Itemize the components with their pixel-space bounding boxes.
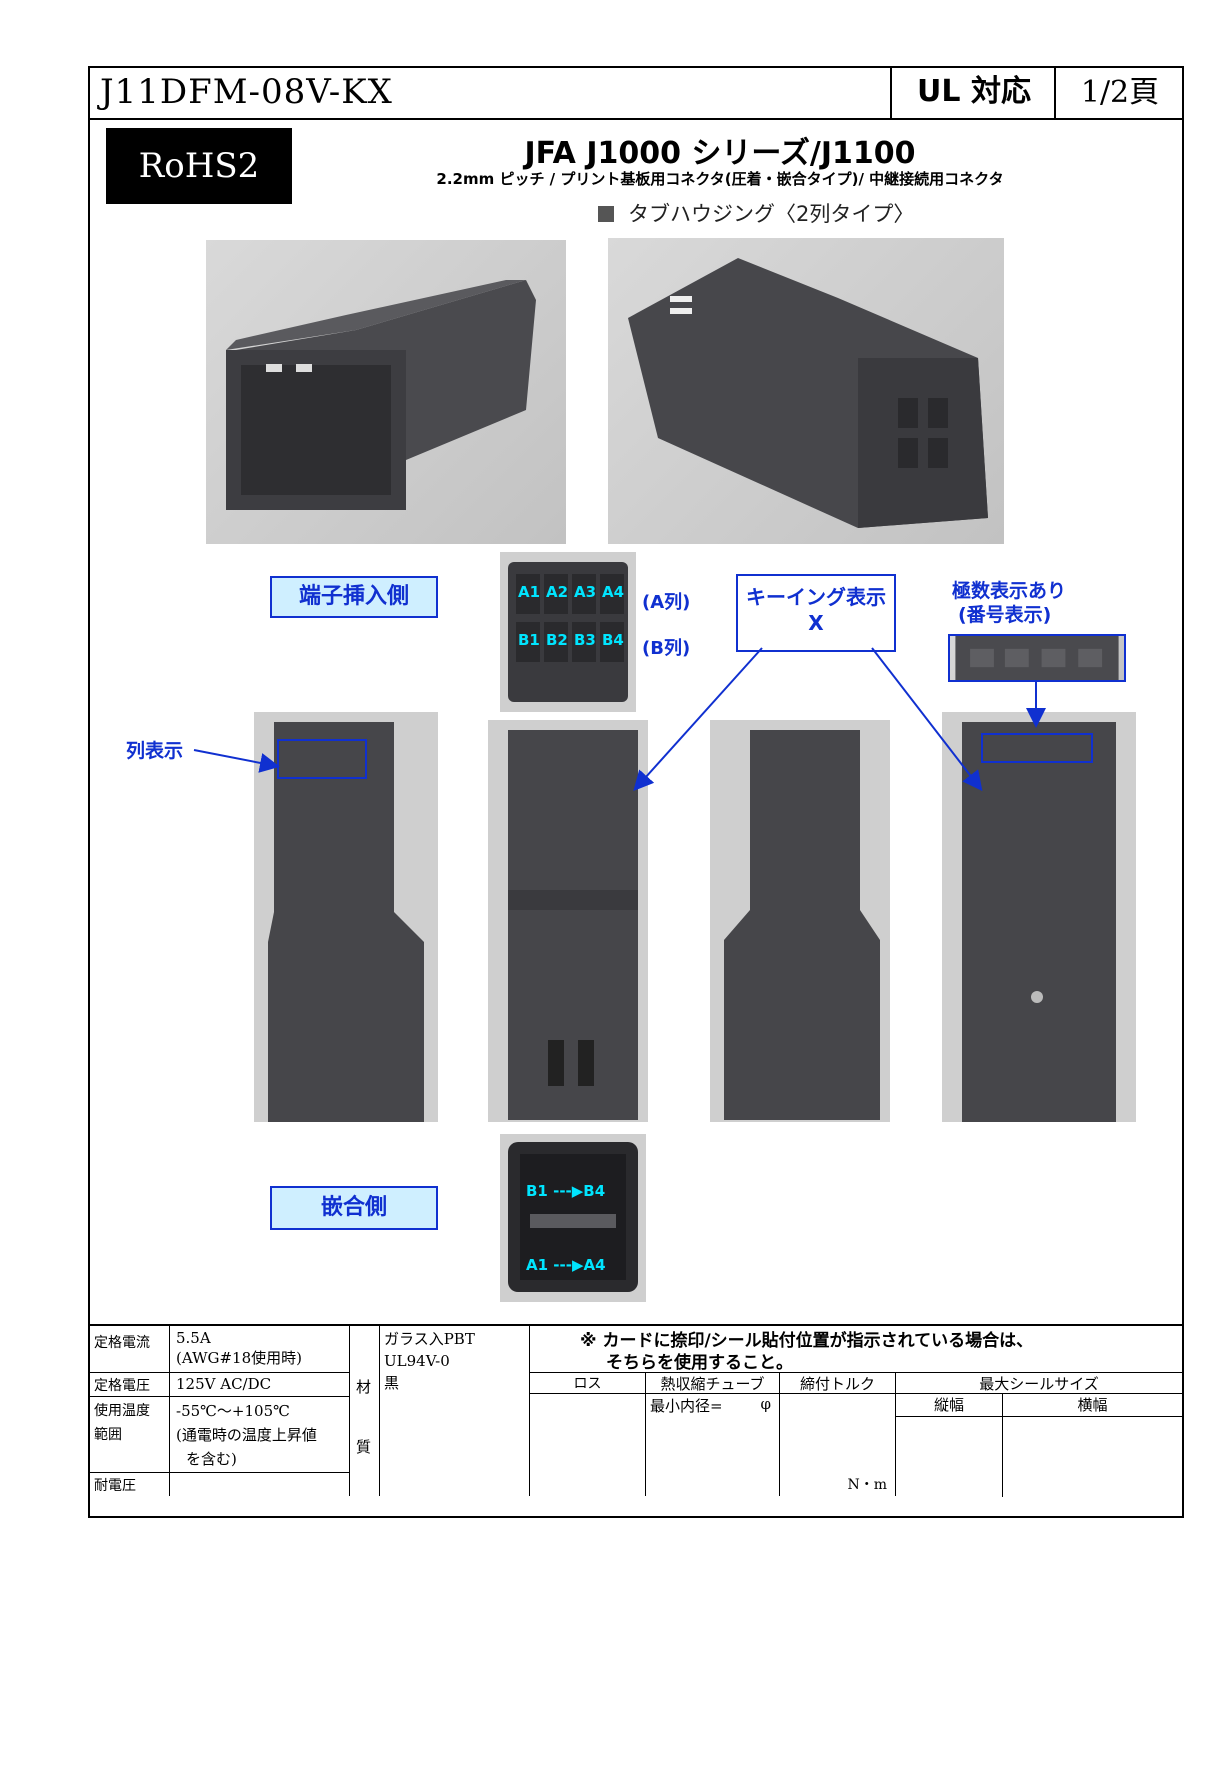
rated-voltage-label: 定格電圧 [90, 1372, 170, 1396]
pin-b1-label: B1 [518, 631, 540, 649]
temp-value-line2: (通電時の温度上昇値 [176, 1426, 317, 1444]
pin-a1-label: A1 [518, 583, 540, 601]
rated-current-value: 5.5A (AWG#18使用時) [170, 1326, 350, 1372]
row-b-label: (B列) [642, 638, 691, 659]
lot-header: ロス [530, 1373, 645, 1394]
pin-b4-label: B4 [602, 631, 624, 649]
photo-terminal-face: A1 A2 A3 A4 B1 B2 B3 B4 [500, 552, 636, 712]
rohs-badge: RoHS2 [106, 128, 292, 204]
keying-label: キーイング表示 [746, 585, 886, 609]
page-title: JFA J1000 シリーズ/J1100 [524, 136, 916, 171]
seal-header: 最大シールサイズ [896, 1373, 1182, 1394]
rated-voltage-value: 125V AC/DC [170, 1372, 350, 1396]
mating-side-label: 嵌合側 [270, 1186, 438, 1230]
rated-current-awg: (AWG#18使用時) [176, 1349, 302, 1367]
pin-a4-label: A4 [602, 583, 624, 601]
photo-view-2 [488, 720, 648, 1122]
torque-unit: N・m [847, 1477, 887, 1493]
withstand-voltage-label: 耐電圧 [90, 1472, 170, 1496]
mating-row-a-label: A1 ---▶A4 [526, 1256, 606, 1274]
temp-value-line1: -55℃～+105℃ [176, 1402, 290, 1420]
pin-a3-label: A3 [574, 583, 596, 601]
seal-column: 最大シールサイズ 縦幅 横幅 [896, 1372, 1182, 1497]
temp-value-line3: を含む) [186, 1450, 237, 1468]
marking-note: ※ カードに捺印/シール貼付位置が指示されている場合は、 そちらを使用すること。 [580, 1330, 1033, 1374]
keying-mark: X [808, 611, 824, 635]
temp-range-label: 使用温度 範囲 [90, 1396, 170, 1472]
header-bar: J11DFM-08V-KX UL 対応 1/2頁 [90, 68, 1182, 120]
note-line-1: ※ カードに捺印/シール貼付位置が指示されている場合は、 [580, 1331, 1034, 1351]
row-indicator-label: 列表示 [126, 740, 184, 762]
material-value: ガラス入PBT UL94V-0 黒 [380, 1326, 530, 1496]
pole-display-sub: (番号表示) [958, 604, 1052, 626]
datasheet-frame: J11DFM-08V-KX UL 対応 1/2頁 RoHS2 JFA J1000… [88, 66, 1184, 1518]
seal-height-header: 縦幅 [896, 1394, 1003, 1417]
pole-display-label: 極数表示あり [952, 580, 1067, 602]
row-a-label: (A列) [642, 592, 691, 613]
withstand-voltage-value [170, 1472, 350, 1496]
ul-label: UL 対応 [890, 68, 1056, 118]
photo-housing-angle-1 [206, 240, 566, 544]
material-flammability: UL94V-0 [384, 1352, 450, 1370]
rated-current-label: 定格電流 [90, 1326, 170, 1372]
page-subtitle: 2.2mm ピッチ / プリント基板用コネクタ(圧着・嵌合タイプ)/ 中継接続用… [436, 170, 1004, 188]
mating-row-b-label: B1 ---▶B4 [526, 1182, 605, 1200]
photo-mating-face: B1 ---▶B4 A1 ---▶A4 [500, 1134, 646, 1302]
keying-callout: キーイング表示 X [736, 574, 896, 652]
seal-height-value [896, 1417, 1003, 1497]
material-resin: ガラス入PBT [384, 1330, 475, 1348]
tube-min-diameter: 最小内径= [650, 1397, 723, 1415]
photo-view-3 [710, 720, 890, 1122]
pin-b3-label: B3 [574, 631, 596, 649]
material-label-1: 材 [356, 1378, 372, 1396]
product-type-label: タブハウジング〈2列タイプ〉 [628, 202, 915, 226]
photo-view-1 [254, 712, 438, 1122]
photo-housing-angle-2 [608, 238, 1004, 544]
spec-table: 定格電流 5.5A (AWG#18使用時) 定格電圧 125V AC/DC 使用… [90, 1324, 1182, 1518]
temp-label-line2: 範囲 [94, 1427, 122, 1443]
photo-pole-numbers [948, 634, 1126, 682]
seal-width-header: 横幅 [1003, 1394, 1182, 1417]
tube-header: 熱収縮チューブ [646, 1373, 779, 1394]
square-bullet-icon [598, 206, 614, 222]
pin-b2-label: B2 [546, 631, 568, 649]
material-label-2: 質 [356, 1438, 372, 1456]
tube-column: 熱収縮チューブ 最小内径= φ [646, 1372, 780, 1496]
lot-column: ロス [530, 1372, 646, 1496]
temp-range-value: -55℃～+105℃ (通電時の温度上昇値 を含む) [170, 1396, 350, 1472]
temp-label-line1: 使用温度 [94, 1403, 150, 1419]
phi-symbol: φ [760, 1395, 771, 1413]
pin-a2-label: A2 [546, 583, 568, 601]
page-number: 1/2頁 [1054, 68, 1184, 118]
material-label-cell: 材 質 [350, 1326, 380, 1496]
part-number: J11DFM-08V-KX [100, 72, 393, 112]
terminal-side-label: 端子挿入側 [270, 576, 438, 618]
torque-column: 締付トルク N・m [780, 1372, 896, 1496]
torque-header: 締付トルク [780, 1373, 895, 1394]
product-type: タブハウジング〈2列タイプ〉 [598, 198, 914, 228]
rated-current-amps: 5.5A [176, 1329, 211, 1347]
callout-arrows [193, 647, 1046, 792]
material-color: 黒 [384, 1374, 400, 1392]
note-line-2: そちらを使用すること。 [606, 1353, 793, 1373]
